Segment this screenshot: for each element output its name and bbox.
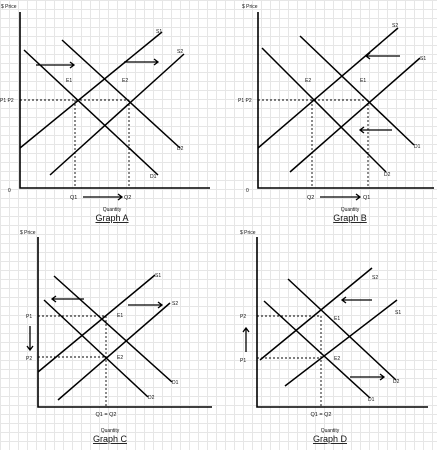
graph-d-label-d1: D1 (368, 397, 375, 403)
graph-a: $ Price P1 P2 0 E1 E2 S1 S2 D1 D2 Q1 Q2 … (0, 4, 210, 223)
graph-a-label-d1: D1 (150, 174, 157, 180)
graph-d-price-bottom: P1 (240, 358, 246, 364)
graph-a-origin: 0 (8, 188, 11, 194)
graph-b-arrow-demand-shift (358, 126, 392, 134)
graph-b-price-axis-label: $ Price (242, 4, 258, 10)
graph-c-demand-curve-d2 (43, 299, 149, 398)
graph-a-label-s2: S2 (177, 49, 183, 55)
graph-b: $ Price P1 P2 0 E2 E1 S2 S1 D1 D2 Q2 Q1 … (238, 4, 434, 223)
graph-b-demand-curve-d2 (261, 47, 387, 173)
graph-c-point-e1: E1 (117, 313, 123, 319)
graph-c-title: Graph C (93, 434, 128, 444)
graph-a-quantity-label: Quantity (103, 207, 122, 213)
graph-a-point-e2: E2 (122, 78, 128, 84)
graph-d-title: Graph D (313, 434, 348, 444)
graph-c-label-d2: D2 (148, 395, 155, 401)
graph-d-supply-curve-s1 (284, 299, 398, 387)
graph-d-label-s1: S1 (395, 310, 401, 316)
graph-b-label-s1: S1 (420, 56, 426, 62)
graph-d-label-s2: S2 (372, 275, 378, 281)
graph-c-axes (37, 237, 212, 408)
graph-a-price-axis-label: $ Price (1, 4, 17, 10)
graph-c-arrow-price-down (26, 326, 34, 352)
graph-c-price-axis-label: $ Price (20, 230, 36, 236)
graph-b-point-e2: E2 (305, 78, 311, 84)
graph-b-demand-curve-d1 (299, 35, 415, 146)
graph-b-label-d1: D1 (414, 144, 421, 150)
graph-d-point-e1: E1 (334, 316, 340, 322)
graph-d-demand-curve-d1 (263, 300, 371, 399)
graph-c-label-s1: S1 (155, 273, 161, 279)
graph-a-q-right: Q2 (124, 195, 131, 201)
graph-b-label-s2: S2 (392, 23, 398, 29)
graph-c-quantity-equal: Q1 = Q2 (96, 412, 117, 418)
graph-c-label-s2: S2 (172, 301, 178, 307)
graph-a-arrow-quantity-shift (83, 193, 124, 201)
graph-d: $ Price P2 P1 E1 E2 S2 S1 D1 D2 Q1 = Q2 … (240, 230, 428, 444)
graph-a-supply-curve-s1 (19, 31, 163, 149)
graph-d-price-top: P2 (240, 314, 246, 320)
graph-c-supply-curve-s2 (57, 302, 171, 401)
graph-a-price-tick: P1 P2 (0, 98, 14, 104)
graph-d-label-d2: D2 (393, 379, 400, 385)
graph-d-point-e2: E2 (334, 356, 340, 362)
graph-b-arrow-supply-shift (364, 52, 400, 60)
graph-c-point-e2: E2 (117, 355, 123, 361)
graph-d-arrow-supply-shift (340, 296, 372, 304)
graph-c-price-top: P1 (26, 314, 32, 320)
graph-a-point-e1: E1 (66, 78, 72, 84)
graph-a-arrow-supply-shift (124, 58, 160, 66)
graph-b-axes (257, 12, 434, 189)
graph-d-price-axis-label: $ Price (240, 230, 256, 236)
graph-d-arrow-price-up (242, 326, 250, 352)
graph-b-q-right: Q1 (363, 195, 370, 201)
graph-c: $ Price P1 P2 E1 E2 S1 S2 D1 D2 Q1 = Q2 … (20, 230, 212, 444)
graph-a-axes (19, 12, 210, 189)
graph-a-title: Graph A (95, 213, 128, 223)
graph-c-price-bottom: P2 (26, 356, 32, 362)
graph-b-supply-curve-s2 (257, 27, 399, 149)
graph-a-supply-curve-s2 (49, 53, 185, 176)
graph-b-quantity-label: Quantity (341, 207, 360, 213)
graph-d-arrow-demand-shift (350, 373, 386, 381)
graph-c-demand-curve-d1 (53, 275, 173, 383)
graph-b-q-left: Q2 (307, 195, 314, 201)
graph-b-point-e1: E1 (360, 78, 366, 84)
graph-b-arrow-quantity-shift (320, 193, 362, 201)
graph-d-axes (256, 237, 428, 408)
graph-a-label-s1: S1 (156, 29, 162, 35)
graph-a-demand-curve-d2 (61, 39, 181, 149)
graph-b-title: Graph B (333, 213, 367, 223)
graph-c-arrow-demand-shift (50, 295, 84, 303)
graph-a-q-left: Q1 (70, 195, 77, 201)
graph-b-origin: 0 (246, 188, 249, 194)
graph-d-demand-curve-d2 (287, 278, 397, 381)
graph-a-arrow-demand-shift (36, 61, 76, 69)
graph-d-quantity-label: Quantity (321, 428, 340, 434)
graph-c-label-d1: D1 (172, 380, 179, 386)
graph-d-quantity-equal: Q1 = Q2 (311, 412, 332, 418)
graph-a-demand-curve-d1 (23, 49, 159, 176)
graph-a-label-d2: D2 (177, 146, 184, 152)
graph-b-supply-curve-s1 (289, 57, 421, 173)
graph-d-supply-curve-s2 (259, 267, 373, 361)
graph-c-quantity-label: Quantity (101, 428, 120, 434)
graph-c-arrow-supply-shift (128, 301, 164, 309)
graph-b-label-d2: D2 (384, 172, 391, 178)
graph-c-supply-curve-s1 (37, 274, 156, 373)
graph-b-price-tick: P1 P2 (238, 98, 252, 104)
